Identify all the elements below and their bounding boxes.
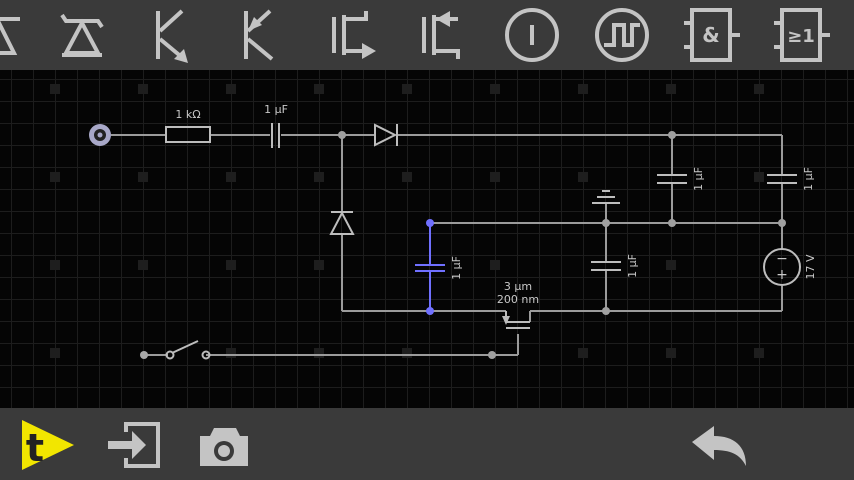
current-source-icon: [505, 8, 559, 62]
capacitor-mid-label: 1 μF: [626, 254, 639, 278]
shunt-diode[interactable]: [329, 210, 355, 235]
wires: [111, 134, 783, 356]
pnp-transistor-icon: [244, 9, 274, 61]
p-mosfet-icon: [422, 11, 460, 59]
npn-transistor-icon: [156, 9, 188, 63]
capacitor-right-2[interactable]: [767, 174, 797, 184]
series-capacitor-label: 1 μF: [264, 103, 288, 116]
grid-dots: [50, 84, 764, 358]
component-toolbar: & ≥1: [0, 0, 854, 70]
tool-square-wave-button[interactable]: [592, 5, 652, 65]
and-gate-symbol: &: [702, 23, 719, 47]
resistor-label: 1 kΩ: [175, 108, 200, 121]
import-icon: [108, 422, 160, 468]
import-button[interactable]: [104, 418, 164, 472]
capacitor-right-1[interactable]: [657, 174, 687, 184]
mosfet-width-label: 3 μm: [504, 280, 532, 293]
ground-symbol[interactable]: [592, 190, 620, 204]
app-logo-icon: t: [22, 420, 74, 470]
tool-zener-diode-button[interactable]: [52, 5, 112, 65]
voltage-source-label: 17 V: [804, 254, 817, 279]
tool-pnp-transistor-button[interactable]: [230, 5, 290, 65]
selected-capacitor-label: 1 μF: [450, 256, 463, 280]
diode-icon: [0, 17, 20, 55]
camera-icon: [200, 428, 248, 466]
mosfet-length-label: 200 nm: [497, 293, 539, 306]
tool-current-source-button[interactable]: [502, 5, 562, 65]
tool-or-gate-button[interactable]: ≥1: [772, 5, 832, 65]
series-capacitor[interactable]: [271, 123, 280, 148]
square-wave-icon: [595, 8, 649, 62]
tool-npn-transistor-button[interactable]: [142, 5, 202, 65]
or-gate-symbol: ≥1: [787, 26, 815, 47]
mosfet[interactable]: [502, 311, 530, 329]
app-logo-letter: t: [26, 426, 44, 470]
screenshot-button[interactable]: [198, 418, 252, 472]
app-menu-button[interactable]: t: [18, 416, 76, 474]
input-terminal[interactable]: [89, 124, 111, 146]
resistor[interactable]: [165, 126, 211, 143]
series-diode[interactable]: [374, 123, 398, 147]
undo-button[interactable]: [688, 422, 750, 470]
source-plus-sign: +: [776, 267, 788, 283]
tool-n-mosfet-button[interactable]: [322, 5, 382, 65]
source-minus-sign: −: [776, 251, 788, 267]
selected-capacitor[interactable]: [415, 219, 445, 315]
bottom-toolbar: t: [0, 408, 854, 480]
or-gate-icon: ≥1: [774, 8, 830, 62]
n-mosfet-icon: [332, 11, 376, 59]
circuit-diagram: − + 1 kΩ 1 μF 3 μm: [50, 84, 817, 360]
switch[interactable]: [140, 340, 211, 360]
tool-p-mosfet-button[interactable]: [412, 5, 472, 65]
and-gate-icon: &: [684, 8, 740, 62]
capacitor-right-1-label: 1 μF: [692, 167, 705, 191]
junction-nodes: [338, 131, 786, 359]
voltage-source[interactable]: − +: [763, 248, 801, 286]
capacitor-mid[interactable]: [591, 261, 621, 271]
zener-diode-icon: [60, 13, 104, 57]
undo-arrow-icon: [692, 426, 746, 466]
tool-and-gate-button[interactable]: &: [682, 5, 742, 65]
tool-diode-button[interactable]: [0, 5, 28, 65]
capacitor-right-2-label: 1 μF: [802, 167, 815, 191]
schematic-canvas[interactable]: − + 1 kΩ 1 μF 3 μm: [0, 70, 854, 408]
